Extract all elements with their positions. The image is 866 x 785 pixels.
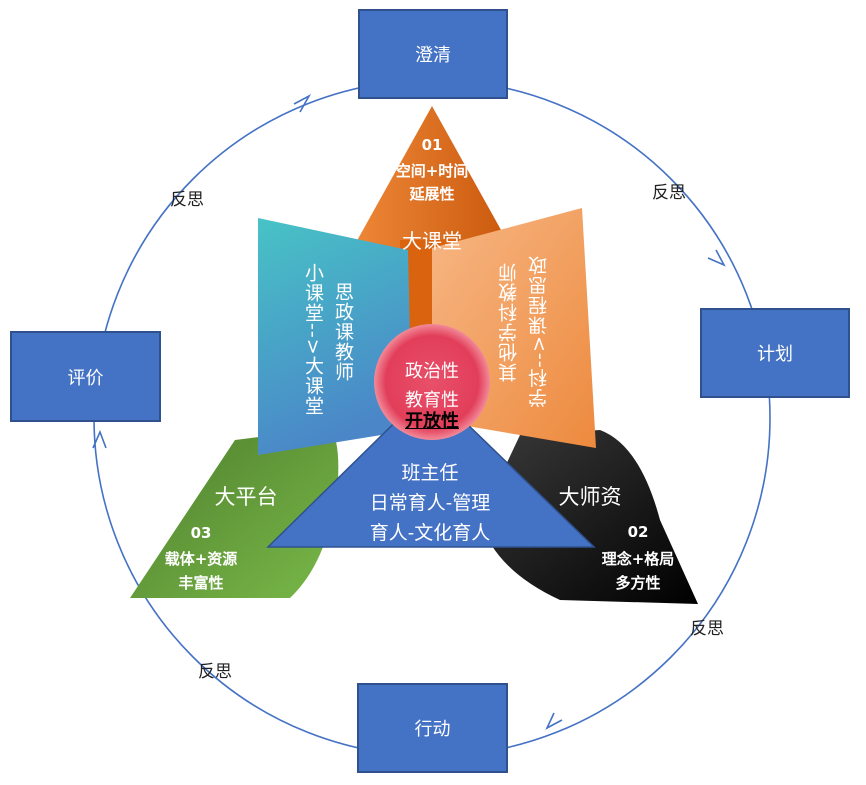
right-leaf-line1: 理念+格局	[601, 550, 675, 568]
center-circle-line3: 开放性	[405, 411, 459, 432]
ring-arrow-left	[92, 429, 107, 449]
top-triangle-line1: 空间+时间	[395, 162, 469, 180]
clarify-label: 澄清	[415, 45, 451, 66]
top-triangle-line2: 延展性	[409, 185, 455, 203]
left-leaf-name: 大平台	[214, 485, 278, 509]
act-box: 行动	[357, 683, 508, 773]
left-panel-shape	[258, 218, 412, 455]
ring-arrow-right	[707, 249, 726, 267]
right-leaf-name: 大师资	[558, 485, 622, 509]
top-triangle-number: 01	[421, 136, 443, 154]
evaluate-box: 评价	[10, 331, 161, 422]
left-panel-col2: 小课堂-->大课堂	[302, 263, 324, 416]
reflect-label-top-left: 反思	[170, 190, 204, 210]
evaluate-label: 评价	[67, 367, 104, 389]
right-leaf-number: 02	[627, 523, 649, 541]
left-panel-col1: 思政课教师	[332, 282, 354, 382]
center-circle-line2: 教育性	[405, 390, 459, 411]
center-triangle-shape	[266, 386, 596, 548]
top-triangle-name: 大课堂	[402, 229, 462, 253]
clarify-box: 澄清	[358, 9, 508, 99]
right-panel-col1: 学科-->课程思政	[528, 255, 550, 408]
center-triangle-line3: 育人-文化育人	[369, 522, 491, 544]
plan-box: 计划	[700, 308, 850, 398]
right-panel-col2: 其他学科教师	[498, 262, 520, 382]
reflect-label-bottom-right: 反思	[690, 619, 724, 639]
right-leaf-line2: 多方性	[615, 574, 661, 592]
left-leaf-line1: 载体+资源	[164, 550, 238, 568]
reflect-label-top-right: 反思	[652, 183, 686, 203]
center-circle-shape	[374, 324, 490, 440]
top-triangle-shape	[344, 106, 520, 264]
left-leaf-line2: 丰富性	[178, 574, 224, 592]
reflect-label-bottom-left: 反思	[198, 662, 232, 682]
left-leaf-shape	[130, 428, 339, 598]
right-leaf-shape	[480, 430, 698, 604]
plan-label: 计划	[757, 344, 793, 365]
left-leaf-number: 03	[190, 524, 212, 542]
center-triangle-line1: 班主任	[401, 462, 459, 484]
ring-arrow-bottom	[545, 712, 563, 730]
center-circle-line1: 政治性	[405, 361, 459, 382]
ring-arrow-top	[293, 94, 312, 113]
center-triangle-line2: 日常育人-管理	[369, 492, 491, 514]
act-label: 行动	[414, 719, 451, 740]
